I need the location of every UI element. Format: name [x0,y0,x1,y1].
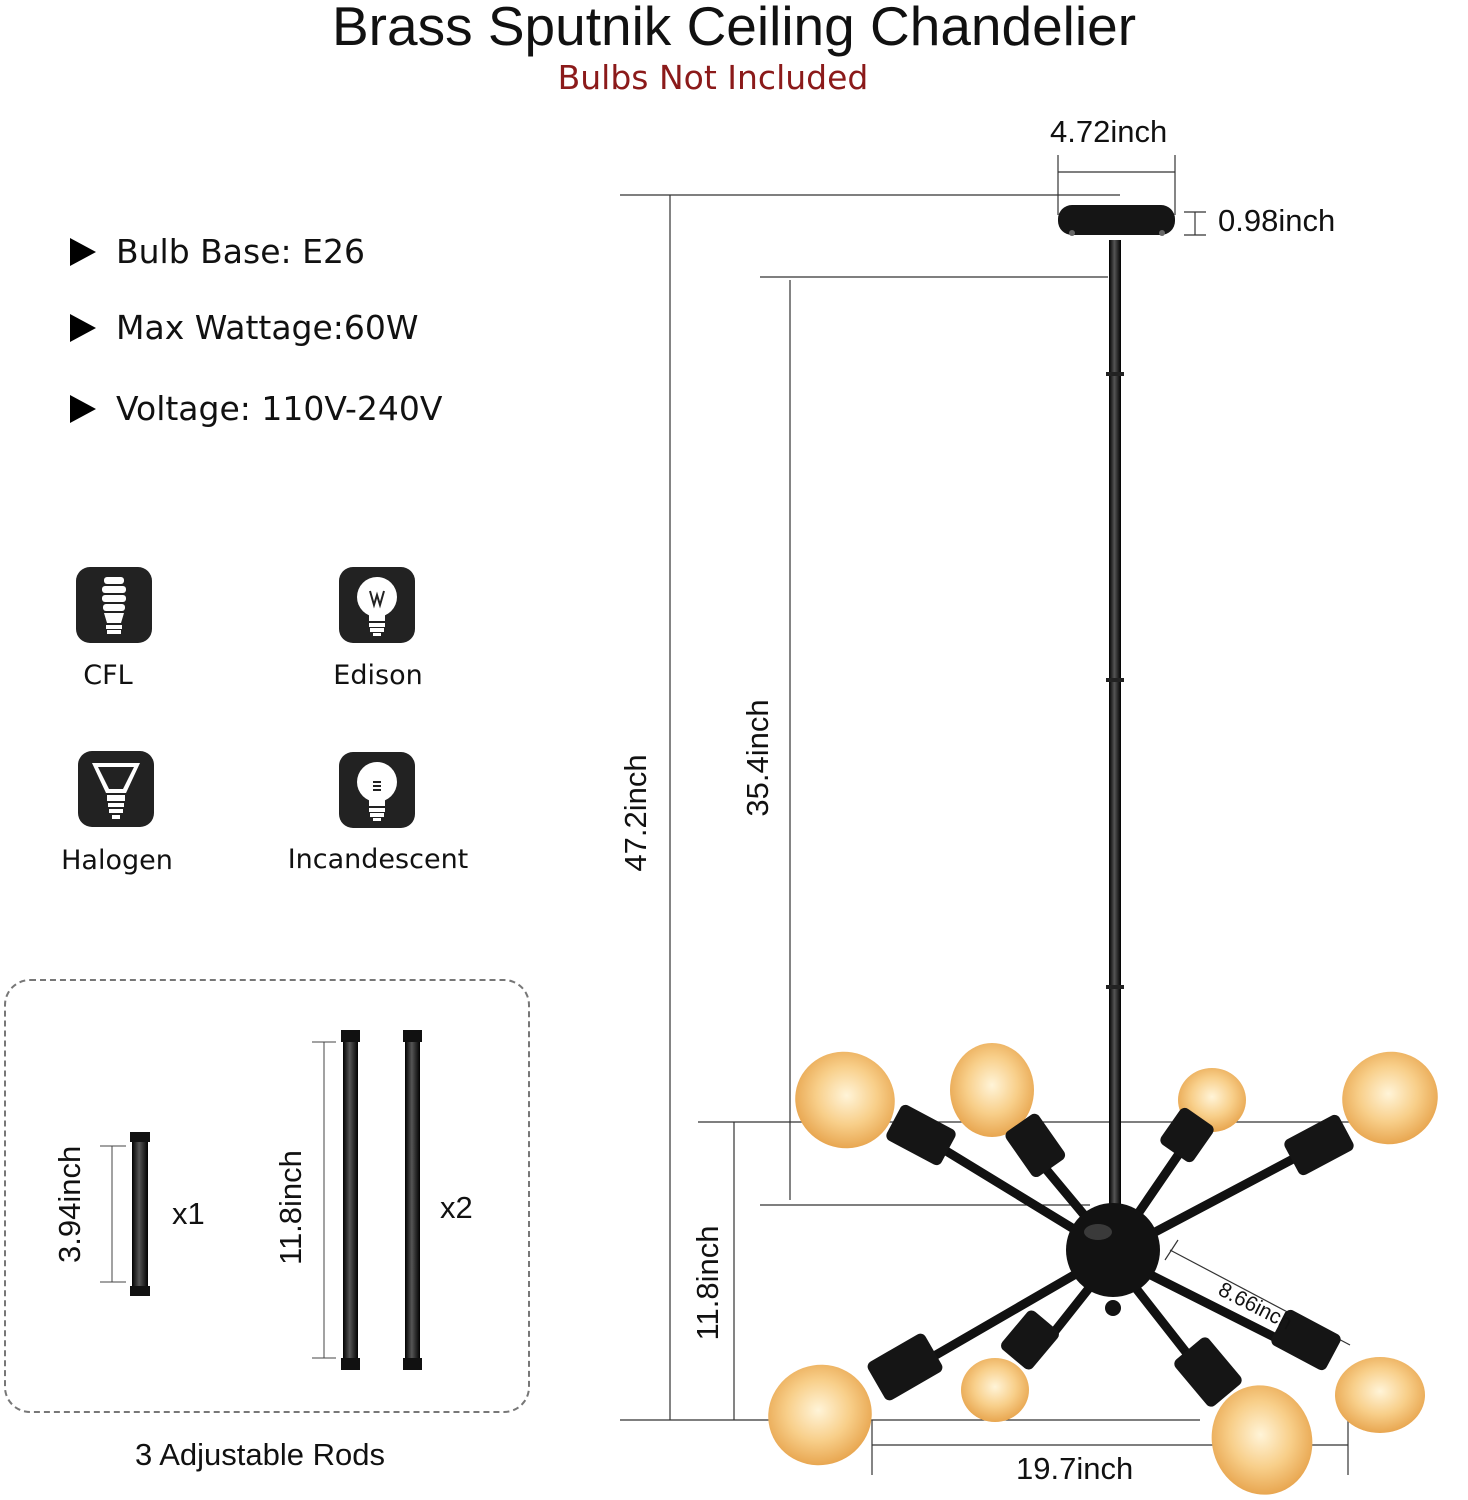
body-height-label: 11.8inch [690,1225,725,1341]
triangle-bullet-icon [70,313,96,342]
bulbs-not-included-note: Bulbs Not Included [557,58,869,97]
adjustable-rods-panel [4,979,530,1413]
total-height-label: 47.2inch [618,754,653,872]
long-rod-qty-label: x2 [440,1190,473,1225]
incandescent-bulb-icon [339,752,415,828]
spec-text: Bulb Base: E26 [116,232,365,271]
incandescent-label: Incandescent [287,844,469,875]
edison-label: Edison [333,660,423,691]
body-width-label: 19.7inch [1016,1451,1134,1486]
canopy-height-label: 0.98inch [1218,203,1336,238]
spec-max-wattage: Max Wattage:60W [70,308,419,347]
rod-height-label: 35.4inch [740,699,775,817]
triangle-bullet-icon [70,237,96,266]
spec-text: Voltage: 110V-240V [116,389,443,428]
short-rod [100,1132,150,1296]
long-rod-2 [403,1030,422,1370]
long-rod-1 [312,1030,360,1370]
canopy-width-label: 4.72inch [1050,114,1168,149]
chandelier-fixture [768,205,1438,1495]
halogen-bulb-icon [78,751,154,827]
rods-caption: 3 Adjustable Rods [135,1437,385,1472]
triangle-bullet-icon [70,394,96,423]
cfl-label: CFL [83,660,133,691]
spec-voltage: Voltage: 110V-240V [70,389,443,428]
cfl-bulb-icon [76,567,152,643]
dimension-lines [620,155,1360,1475]
halogen-label: Halogen [61,845,173,876]
long-rod-length-label: 11.8inch [273,1150,308,1265]
page-title: Brass Sputnik Ceiling Chandelier [331,0,1137,57]
short-rod-length-label: 3.94inch [52,1145,87,1263]
spec-bulb-base: Bulb Base: E26 [70,232,365,271]
short-rod-qty-label: x1 [172,1196,205,1231]
edison-bulb-icon [339,567,415,643]
spec-text: Max Wattage:60W [116,308,419,347]
